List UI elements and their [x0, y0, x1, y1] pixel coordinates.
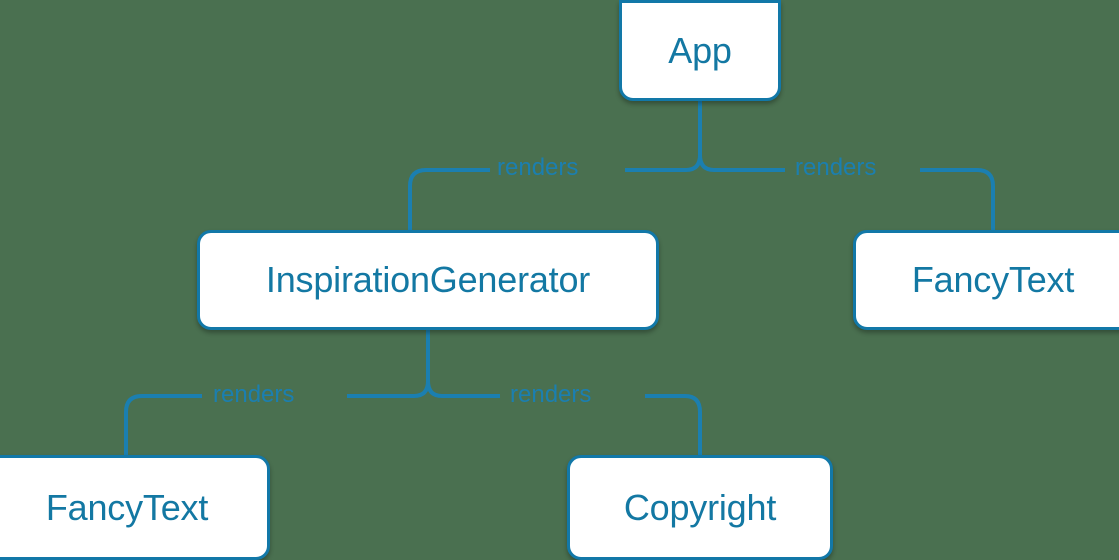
- edge-inspiration-trunk: [413, 330, 430, 398]
- node-fancytext-left-label: FancyText: [45, 486, 209, 528]
- node-fancytext-right[interactable]: FancyText: [853, 230, 1119, 330]
- node-copyright[interactable]: Copyright: [567, 455, 833, 560]
- node-inspiration-generator-label: InspirationGenerator: [265, 259, 591, 300]
- edge-label-inspiration-to-copyright: renders: [510, 381, 592, 408]
- node-app[interactable]: App: [619, 0, 781, 101]
- node-copyright-label: Copyright: [623, 486, 777, 528]
- edge-inspiration-junction-right: [426, 380, 443, 398]
- node-fancytext-left[interactable]: FancyText: [0, 455, 270, 560]
- node-app-label: App: [668, 29, 732, 71]
- edge-app-trunk: [685, 101, 702, 172]
- edge-label-app-to-inspiration: renders: [497, 154, 579, 181]
- node-inspiration-generator[interactable]: InspirationGenerator: [197, 230, 659, 330]
- node-fancytext-right-label: FancyText: [911, 259, 1075, 300]
- edge-label-app-to-fancytext: renders: [795, 154, 877, 181]
- edge-app-junction-right: [698, 154, 715, 172]
- edge-label-inspiration-to-fancytext: renders: [213, 381, 295, 408]
